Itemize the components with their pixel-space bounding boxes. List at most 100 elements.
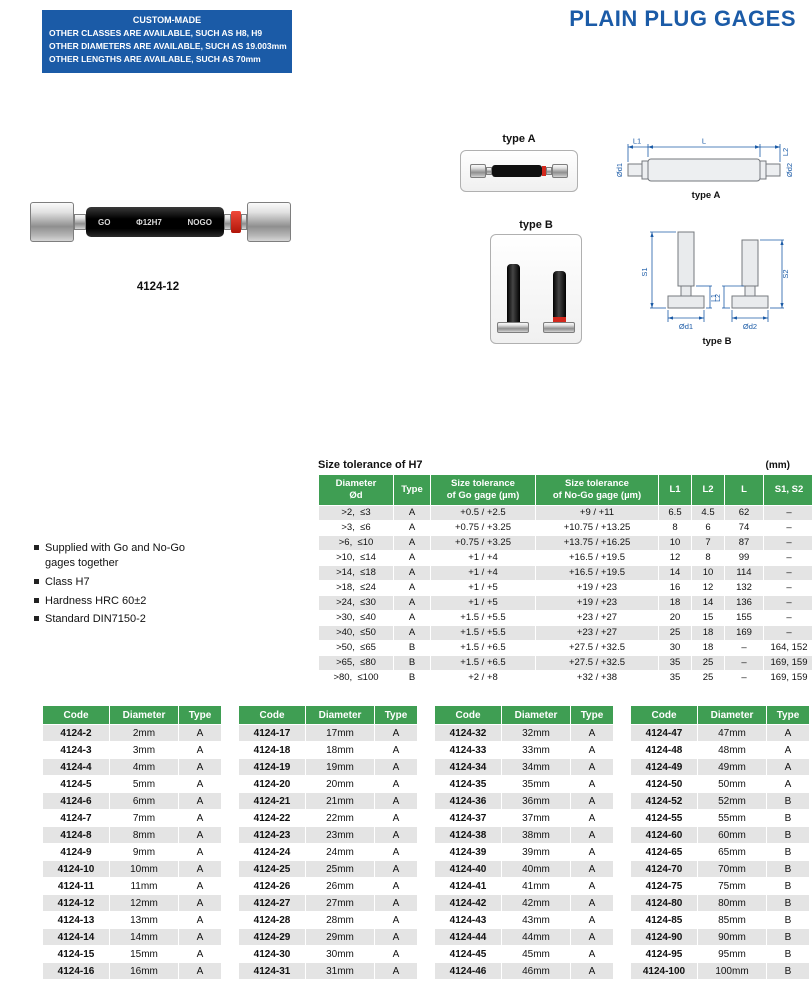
table-cell: A [766,741,810,759]
table-cell: 4124-21 [238,792,306,810]
table-cell: 7 [691,534,725,551]
table-cell: 4124-11 [42,877,110,895]
table-cell: – [763,624,812,641]
table-cell: A [178,962,222,980]
table-cell: 17mm [305,724,375,742]
table-cell: 4124-27 [238,894,306,912]
nogo-marking: NOGO [187,217,212,227]
table-cell: B [766,894,810,912]
table-cell: 6mm [109,792,179,810]
table-cell: 4124-24 [238,843,306,861]
table-cell: 14 [691,594,725,611]
custom-made-line-2: OTHER DIAMETERS ARE AVAILABLE, SUCH AS 1… [49,41,287,52]
dim-S2-label: S2 [781,269,790,278]
table-cell: >2, ≤3 [318,504,394,521]
table-cell: +1 / +4 [430,564,536,581]
table-cell: +9 / +11 [535,504,659,521]
table-cell: 10 [658,534,692,551]
table-cell: 4124-14 [42,928,110,946]
table-cell: 10mm [109,860,179,878]
table-cell: – [724,639,764,656]
table-cell: A [570,962,614,980]
mini-pin-right [546,167,552,175]
table-cell: 4124-52 [630,792,698,810]
table-cell: 169 [724,624,764,641]
vertical-disc [497,322,529,333]
table-cell: A [393,579,431,596]
table-cell: A [178,945,222,963]
gage-end-cap-right [247,202,291,242]
table-cell: 26mm [305,877,375,895]
table-cell: 4124-36 [434,792,502,810]
dim-d2-label: Ød2 [785,163,794,177]
table-cell: A [178,792,222,810]
table-cell: – [724,654,764,671]
table-cell: 100mm [697,962,767,980]
table-cell: 70mm [697,860,767,878]
table-cell: 4124-35 [434,775,502,793]
bullet-icon [34,616,39,622]
table-cell: 20mm [305,775,375,793]
table-cell: 4124-15 [42,945,110,963]
table-cell: 8 [658,519,692,536]
table-cell: B [393,654,431,671]
table-cell: 25 [691,654,725,671]
table-cell: +19 / +23 [535,579,659,596]
table-cell: +32 / +38 [535,669,659,686]
table-cell: 95mm [697,945,767,963]
table-cell: 25 [691,669,725,686]
table-cell: +16.5 / +19.5 [535,564,659,581]
table-cell: A [178,809,222,827]
table-cell: A [178,894,222,912]
table-cell: B [766,843,810,861]
table-cell: 4124-28 [238,911,306,929]
dim-d1-label: Ød1 [679,322,693,331]
table-cell: +27.5 / +32.5 [535,639,659,656]
table-cell: 37mm [501,809,571,827]
vertical-red-ring [552,317,566,322]
table-cell: 4124-3 [42,741,110,759]
table-cell: 16 [658,579,692,596]
table-cell: A [178,775,222,793]
gage-pin-left [74,214,86,230]
table-cell: A [178,724,222,742]
column-header: Code [42,705,110,725]
table-cell: 8 [691,549,725,566]
table-cell: 4124-43 [434,911,502,929]
table-cell: 18mm [305,741,375,759]
table-cell: A [178,843,222,861]
table-cell: – [763,564,812,581]
table-cell: 4124-85 [630,911,698,929]
table-cell: 132 [724,579,764,596]
table-cell: 2mm [109,724,179,742]
mini-cap-right [552,164,568,178]
table-cell: 6.5 [658,504,692,521]
table-cell: A [374,860,418,878]
table-cell: +0.5 / +2.5 [430,504,536,521]
table-cell: 10 [691,564,725,581]
table-cell: >80, ≤100 [318,669,394,686]
table-cell: 6 [691,519,725,536]
table-cell: +1 / +4 [430,549,536,566]
table-cell: 22mm [305,809,375,827]
